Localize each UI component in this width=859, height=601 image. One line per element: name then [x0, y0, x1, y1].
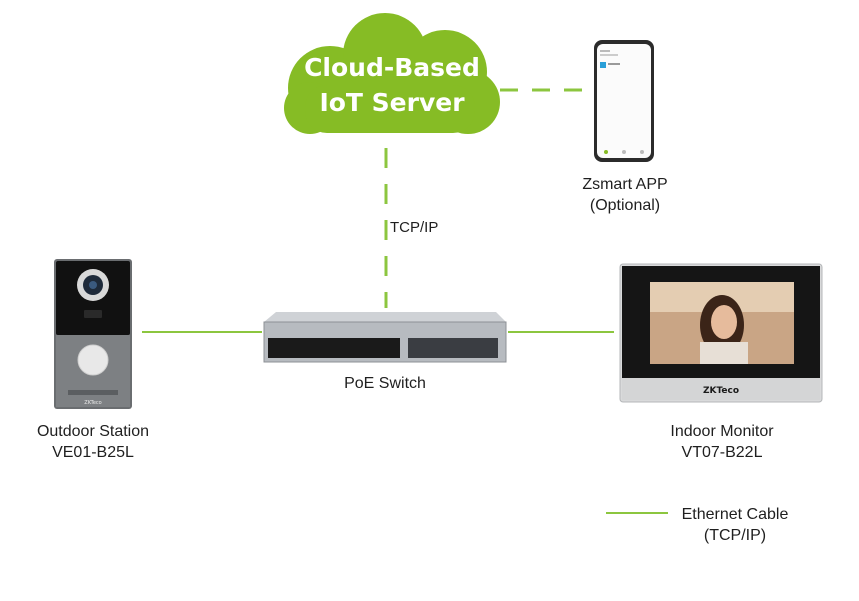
indoor-monitor-image	[619, 263, 823, 403]
tcpip-link-label: TCP/IP	[390, 219, 439, 236]
cloud-title-line2: IoT Server	[319, 88, 465, 117]
legend-label: Ethernet Cable (TCP/IP)	[670, 504, 800, 546]
legend-label-line1: Ethernet Cable	[681, 506, 789, 523]
outdoor-station-model: VE01-B25L	[52, 444, 134, 461]
outdoor-brand-logo: ZKTeco	[84, 400, 101, 406]
switch-label: PoE Switch	[344, 375, 426, 392]
indoor-monitor-label: Indoor Monitor VT07-B22L	[652, 421, 792, 463]
app-label-line2: (Optional)	[589, 197, 661, 214]
cloud-shape	[284, 13, 500, 134]
phone-image	[594, 40, 654, 162]
poe-switch-image	[263, 312, 507, 363]
cloud-title-line1: Cloud-Based	[304, 53, 480, 82]
indoor-monitor-name: Indoor Monitor	[670, 423, 774, 440]
app-label-line1: Zsmart APP	[582, 176, 668, 193]
indoor-brand-logo: ZKTeco	[703, 386, 739, 396]
outdoor-station-image	[54, 259, 132, 409]
app-label: Zsmart APP (Optional)	[560, 174, 690, 216]
outdoor-station-label: Outdoor Station VE01-B25L	[18, 421, 168, 463]
legend-label-line2: (TCP/IP)	[703, 527, 767, 544]
indoor-monitor-model: VT07-B22L	[681, 444, 763, 461]
outdoor-station-name: Outdoor Station	[36, 423, 150, 440]
